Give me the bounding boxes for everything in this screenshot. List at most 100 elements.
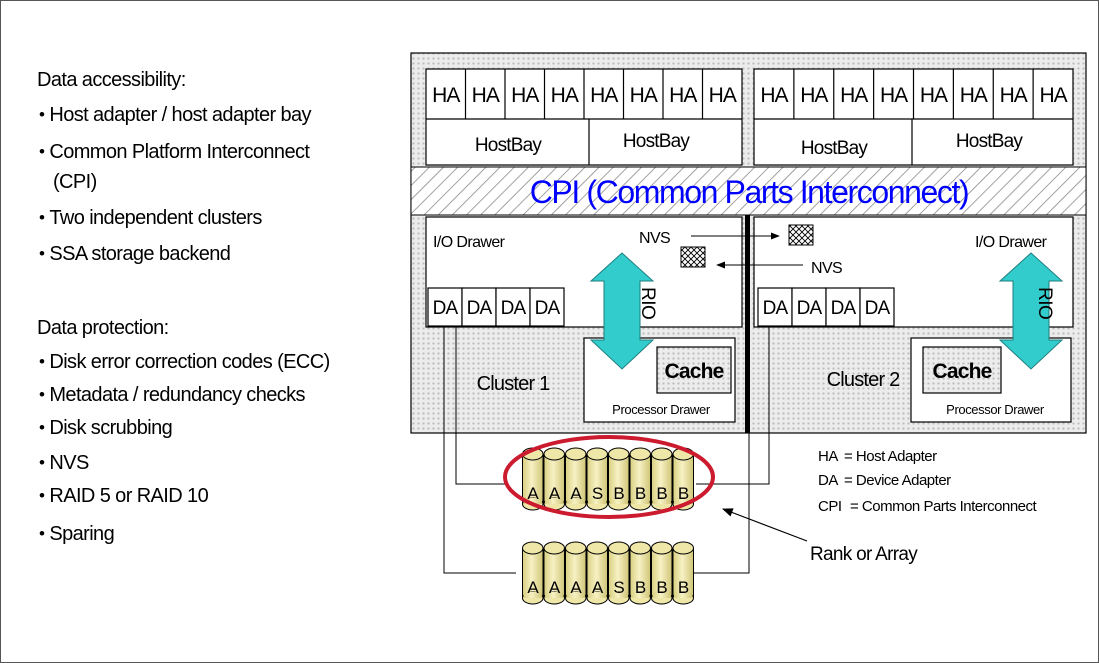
host-adapter-label: HA [920,84,948,107]
host-adapter-label: HA [630,84,658,107]
device-adapter-label: DA [501,298,527,319]
host-adapter-label: HA [960,84,988,107]
rio-label: RIO [1034,287,1055,319]
device-adapter-label: DA [763,298,789,319]
legend-def: = Device Adapter [844,472,951,489]
disk-label: B [635,484,646,503]
disk-label: S [592,484,603,503]
device-adapter-label: DA [467,298,493,319]
legend: HA = Host Adapter DA = Device Adapter CP… [818,448,1038,515]
disk-label: B [613,484,624,503]
disk-member: B [652,448,673,510]
host-adapter-label: HA [1039,84,1067,107]
disk-member: A [566,542,587,604]
nvs-block [681,247,705,267]
device-adapter-cell: DA [860,288,894,326]
device-adapter-cell: DA [428,288,462,326]
host-bay-label: HostBay [956,131,1024,152]
device-adapter-cell: DA [496,288,530,326]
processor-drawer-label: Processor Drawer [946,402,1045,417]
device-adapter-label: DA [797,298,823,319]
disk-label: A [527,484,539,503]
nvs-block [789,225,813,245]
host-adapter-label: HA [511,84,539,107]
nvs-label: NVS [811,260,842,277]
host-adapter-label: HA [551,84,579,107]
disk-label: B [656,484,667,503]
rank-label: Rank or Array [810,544,918,565]
rank-pointer-arrow [723,509,807,541]
disk-member: B [609,448,630,510]
disk-label: B [656,578,667,597]
disk-label: B [678,484,689,503]
disk-label: A [527,578,539,597]
disk-label: A [549,484,561,503]
cache-label: Cache [932,360,991,383]
device-adapter-cell: DA [826,288,860,326]
cluster-2-label: Cluster 2 [827,369,901,391]
disk-member: A [587,542,608,604]
host-adapter-label: HA [880,84,908,107]
disk-label: A [570,484,582,503]
legend-abbr: HA [818,448,838,465]
disk-label: B [635,578,646,597]
cache-label: Cache [664,360,723,383]
host-adapter-label: HA [760,84,788,107]
legend-def: = Common Parts Interconnect [850,498,1038,515]
cpi-label: CPI (Common Parts Interconnect) [530,174,969,210]
device-adapter-cell: DA [530,288,564,326]
legend-abbr: CPI [818,498,842,515]
disk-label: B [678,578,689,597]
disk-member: B [673,542,694,604]
host-adapter-label: HA [432,84,460,107]
nvs-label: NVS [639,230,670,247]
disk-label: A [549,578,561,597]
device-adapter-cell: DA [792,288,826,326]
io-drawer-label: I/O Drawer [433,234,506,251]
processor-drawer-label: Processor Drawer [612,402,711,417]
host-bay-label: HostBay [475,135,543,156]
disk-member: A [544,542,565,604]
host-adapter-label: HA [669,84,697,107]
disk-array-2: AAAASBBB [523,542,694,604]
host-adapter-label: HA [1000,84,1028,107]
host-adapter-cell: HA [432,84,460,107]
disk-member: A [523,542,544,604]
disk-member: A [544,448,565,510]
host-adapter-label: HA [840,84,868,107]
cluster-1-label: Cluster 1 [477,373,551,395]
io-drawer-label: I/O Drawer [975,234,1048,251]
host-bay-label: HostBay [623,131,691,152]
host-bay-group-right: HA HA HA HA HA HA HA HA HostBay HostBay [754,69,1073,165]
legend-def: = Host Adapter [844,448,937,465]
host-adapter-cell: HA [760,84,788,107]
device-adapter-label: DA [831,298,857,319]
host-adapter-label: HA [590,84,618,107]
disk-member: A [566,448,587,510]
disk-spare: S [609,542,630,604]
disk-label: S [613,578,624,597]
host-bay-group-left: HA HA HA HA HA HA HA HA HostBay HostBay [426,69,742,165]
device-adapter-label: DA [535,298,561,319]
disk-member: B [630,542,651,604]
device-adapter-cell: DA [758,288,792,326]
disk-label: A [570,578,582,597]
device-adapter-label: DA [865,298,891,319]
disk-member: B [652,542,673,604]
host-adapter-label: HA [800,84,828,107]
host-adapter-label: HA [709,84,737,107]
disk-label: A [592,578,604,597]
host-bay-label: HostBay [801,138,869,159]
device-adapter-label: DA [433,298,459,319]
io-drawer-left: I/O Drawer NVS DA DA DA DA [426,217,742,327]
legend-abbr: DA [818,472,838,489]
disk-member: B [630,448,651,510]
host-adapter-label: HA [472,84,500,107]
rio-label: RIO [637,287,658,319]
device-adapter-cell: DA [462,288,496,326]
cluster-divider [745,215,750,433]
disk-spare: S [587,448,608,510]
